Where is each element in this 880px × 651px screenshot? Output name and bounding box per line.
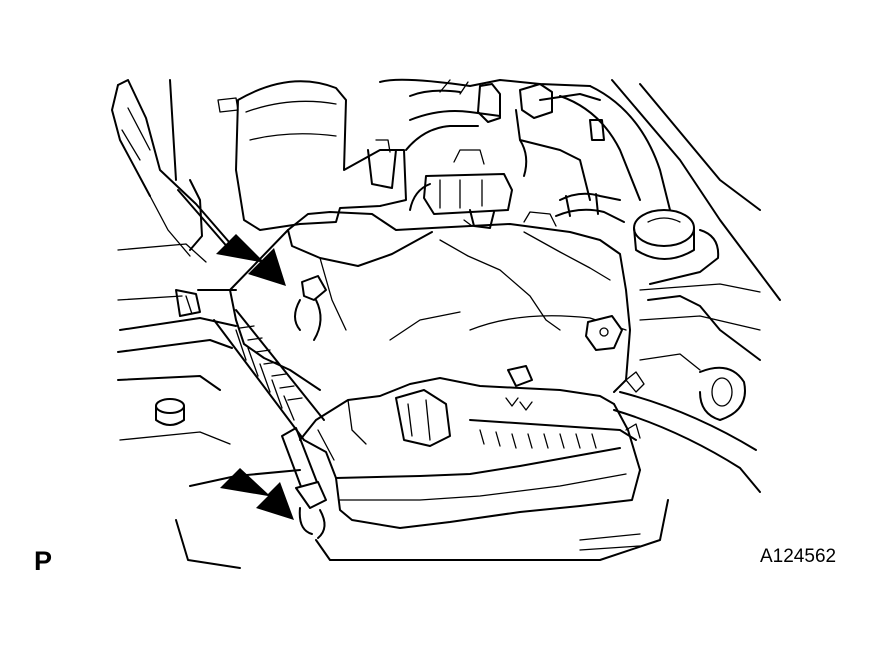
- case-ribs-left: [213, 309, 325, 441]
- corner-label: P: [34, 546, 53, 576]
- lower-housing: [175, 377, 669, 569]
- right-bracket: [639, 295, 761, 421]
- upper-clip: [294, 275, 327, 341]
- central-pipework: [379, 78, 601, 229]
- left-stud: [119, 398, 231, 445]
- lower-pointer-arrow: [220, 468, 294, 520]
- lower-clip: [281, 427, 327, 539]
- left-fender-structure: [111, 79, 237, 301]
- intake-hose-left: [117, 289, 237, 391]
- right-hoses: [555, 79, 781, 301]
- reservoir-cap-right: [633, 209, 761, 331]
- latch-bracket: [505, 365, 533, 411]
- upper-pointer-arrow: [216, 234, 286, 286]
- air-cleaner-cover: [229, 211, 631, 393]
- reservoir-cap-left: [217, 80, 407, 231]
- right-lower-bar: [613, 371, 761, 493]
- figure-id: A124562: [760, 546, 837, 567]
